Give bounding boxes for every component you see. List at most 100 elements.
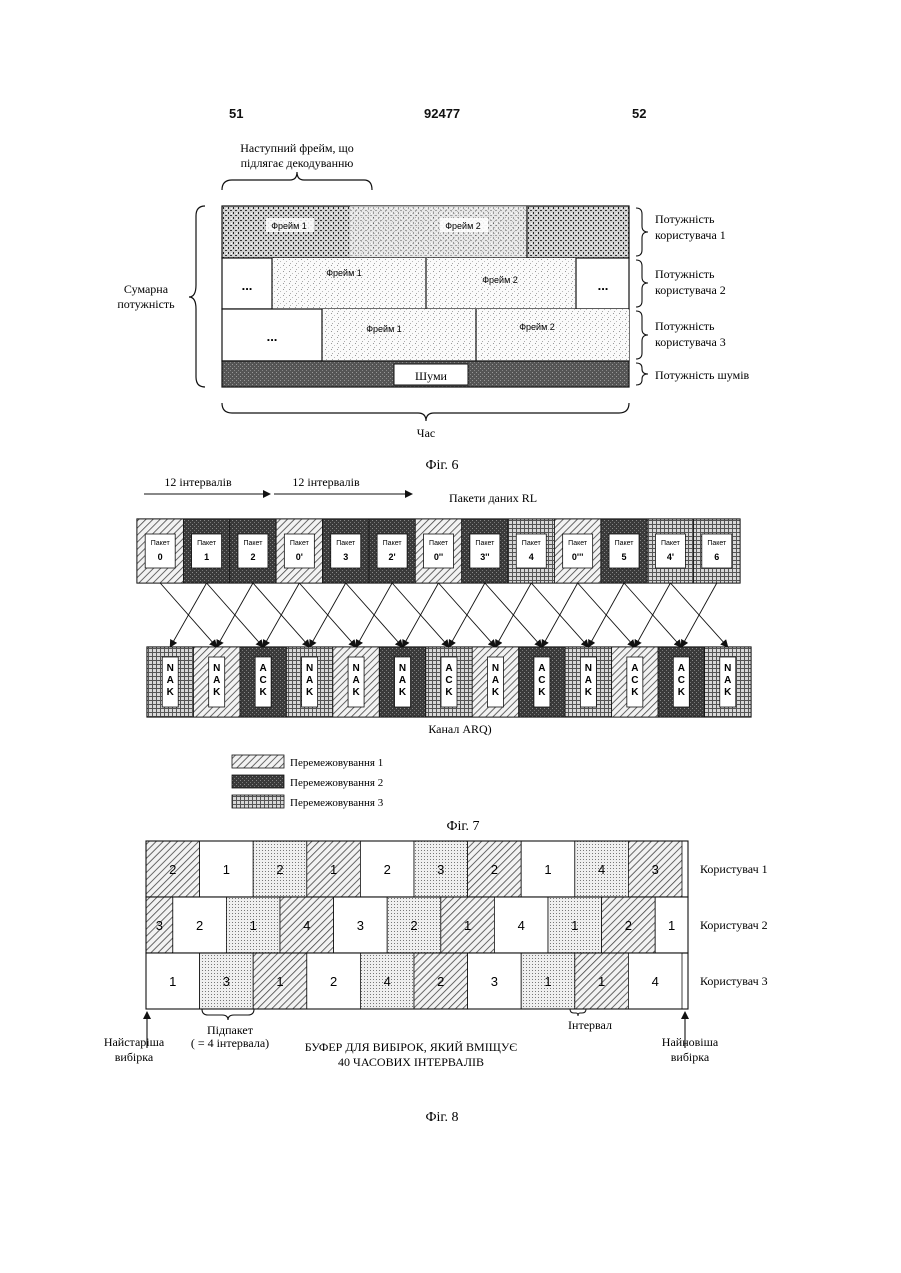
ack-label: ACK [445,663,453,698]
slot-user-number: 4 [384,974,391,989]
packet-number: 0'' [434,552,443,562]
packet-word: Пакет [522,540,542,547]
subpacket-label-line1: Підпакет [207,1023,254,1037]
packet-number: 6 [714,552,719,562]
ack-label: NAK [167,663,175,698]
user-buffer-row: 1312423114Користувач 3 [146,953,768,1009]
packet-number: 3 [343,552,348,562]
slot-user-number: 1 [276,974,283,989]
legend-label: Перемежовування 2 [290,777,383,789]
packet-word: Пакет [661,540,681,547]
packet-word: Пакет [707,540,727,547]
ack-cell: NAK [147,647,193,717]
packet-cell: Пакет1 [183,519,229,583]
slot-user-number: 2 [196,918,203,933]
slot-user-number: 1 [330,862,337,877]
legend-item: Перемежовування 1 [232,755,383,769]
ack-label: ACK [260,663,268,698]
user2-power-label-line1: Потужність [655,267,715,281]
slot-user-number: 2 [437,974,444,989]
packet-ack-arrows [160,583,728,647]
packet-number: 3'' [480,552,489,562]
ack-label: NAK [724,663,732,698]
packet-cell: Пакет2 [230,519,276,583]
time-label: Час [417,426,435,440]
legend-item: Перемежовування 3 [232,795,384,809]
legend-item: Перемежовування 2 [232,775,383,789]
noise-power-label: Потужність шумів [655,368,750,382]
fig6-caption: Фіг. 6 [425,458,458,473]
packet-number: 0 [158,552,163,562]
user-buffer-row: 32143214121Користувач 2 [146,897,768,953]
packet-number: 4 [529,552,534,562]
user2-ellipsis-right: ... [598,278,609,293]
noise-label: Шуми [415,369,448,383]
ack-cell: NAK [705,647,751,717]
ack-label: NAK [585,663,593,698]
ack-cell: ACK [240,647,286,717]
total-power-label-line2: потужність [117,297,175,311]
ack-cell: NAK [565,647,611,717]
user1-frame1-label: Фрейм 1 [271,221,307,231]
packet-cell: Пакет 0'' [415,519,461,583]
interval-label: Інтервал [568,1018,612,1032]
packet-word: Пакет [568,540,588,547]
slot-user-number: 1 [250,918,257,933]
ack-cell: NAK [333,647,379,717]
slot-user-number: 1 [668,918,675,933]
slot-user-number: 2 [625,918,632,933]
packet-number: 0''' [572,552,583,562]
slot-user-number: 1 [464,918,471,933]
user2-power-label-line2: користувача 2 [655,283,726,297]
ack-cell: ACK [658,647,704,717]
packet-to-ack-arrow [403,583,439,647]
packet-number: 1 [204,552,209,562]
packet-word: Пакет [615,540,635,547]
packet-to-ack-arrow [310,583,346,647]
user3-ellipsis: ... [267,329,278,344]
ack-label: NAK [306,663,314,698]
ack-cell: NAK [472,647,518,717]
slot-user-number: 2 [491,862,498,877]
packet-number: 5 [622,552,627,562]
packet-to-ack-arrow [588,583,624,647]
ack-cell: NAK [286,647,332,717]
slot-user-number: 1 [544,862,551,877]
slot-user-number: 4 [518,918,525,933]
packet-word: Пакет [336,540,356,547]
packet-cell: Пакет 6 [694,519,740,583]
packet-word: Пакет [429,540,449,547]
packet-number: 4' [667,552,674,562]
next-frame-brace [222,172,372,190]
user2-frame1-label: Фрейм 1 [326,268,362,278]
buffer-label-line2: 40 ЧАСОВИХ ІНТЕРВАЛІВ [338,1055,484,1069]
packet-cell: Пакет 3 [323,519,369,583]
slot-user-number: 2 [276,862,283,877]
packet-word: Пакет [383,540,403,547]
next-frame-label-line2: підлягає декодуванню [241,156,354,170]
interleaving-legend: Перемежовування 1 Перемежовування 2 Переме… [232,755,384,809]
slot-user-number: 3 [652,862,659,877]
user3-frame1-cell [322,309,476,361]
interval-label-1: 12 інтервалів [164,475,232,489]
user-row-label: Користувач 3 [700,974,768,988]
user-row-label: Користувач 2 [700,918,768,932]
buffer-label-line1: БУФЕР ДЛЯ ВИБІРОК, ЯКИЙ ВМІЩУЄ [305,1040,518,1054]
fig8-buffer-rows: 2121232143Користувач 132143214121Користу… [146,841,768,1009]
packet-to-ack-arrow [449,583,485,647]
oldest-sample-label-line2: вибірка [115,1050,154,1064]
slot-user-number: 3 [437,862,444,877]
packet-cell: Пакет 4' [647,519,693,583]
slot-user-number: 1 [598,974,605,989]
user1-power-label-line1: Потужність [655,212,715,226]
user1-frame2-label: Фрейм 2 [445,221,481,231]
slot-user-number: 3 [491,974,498,989]
slot-user-number: 2 [384,862,391,877]
packet-number: 0' [296,552,303,562]
ack-label: NAK [213,663,221,698]
newest-sample-label-line1: Найновіша [662,1035,719,1049]
slot-user-number: 2 [169,862,176,877]
slot-user-number: 1 [544,974,551,989]
total-power-brace [189,206,205,387]
packet-to-ack-arrow [217,583,253,647]
